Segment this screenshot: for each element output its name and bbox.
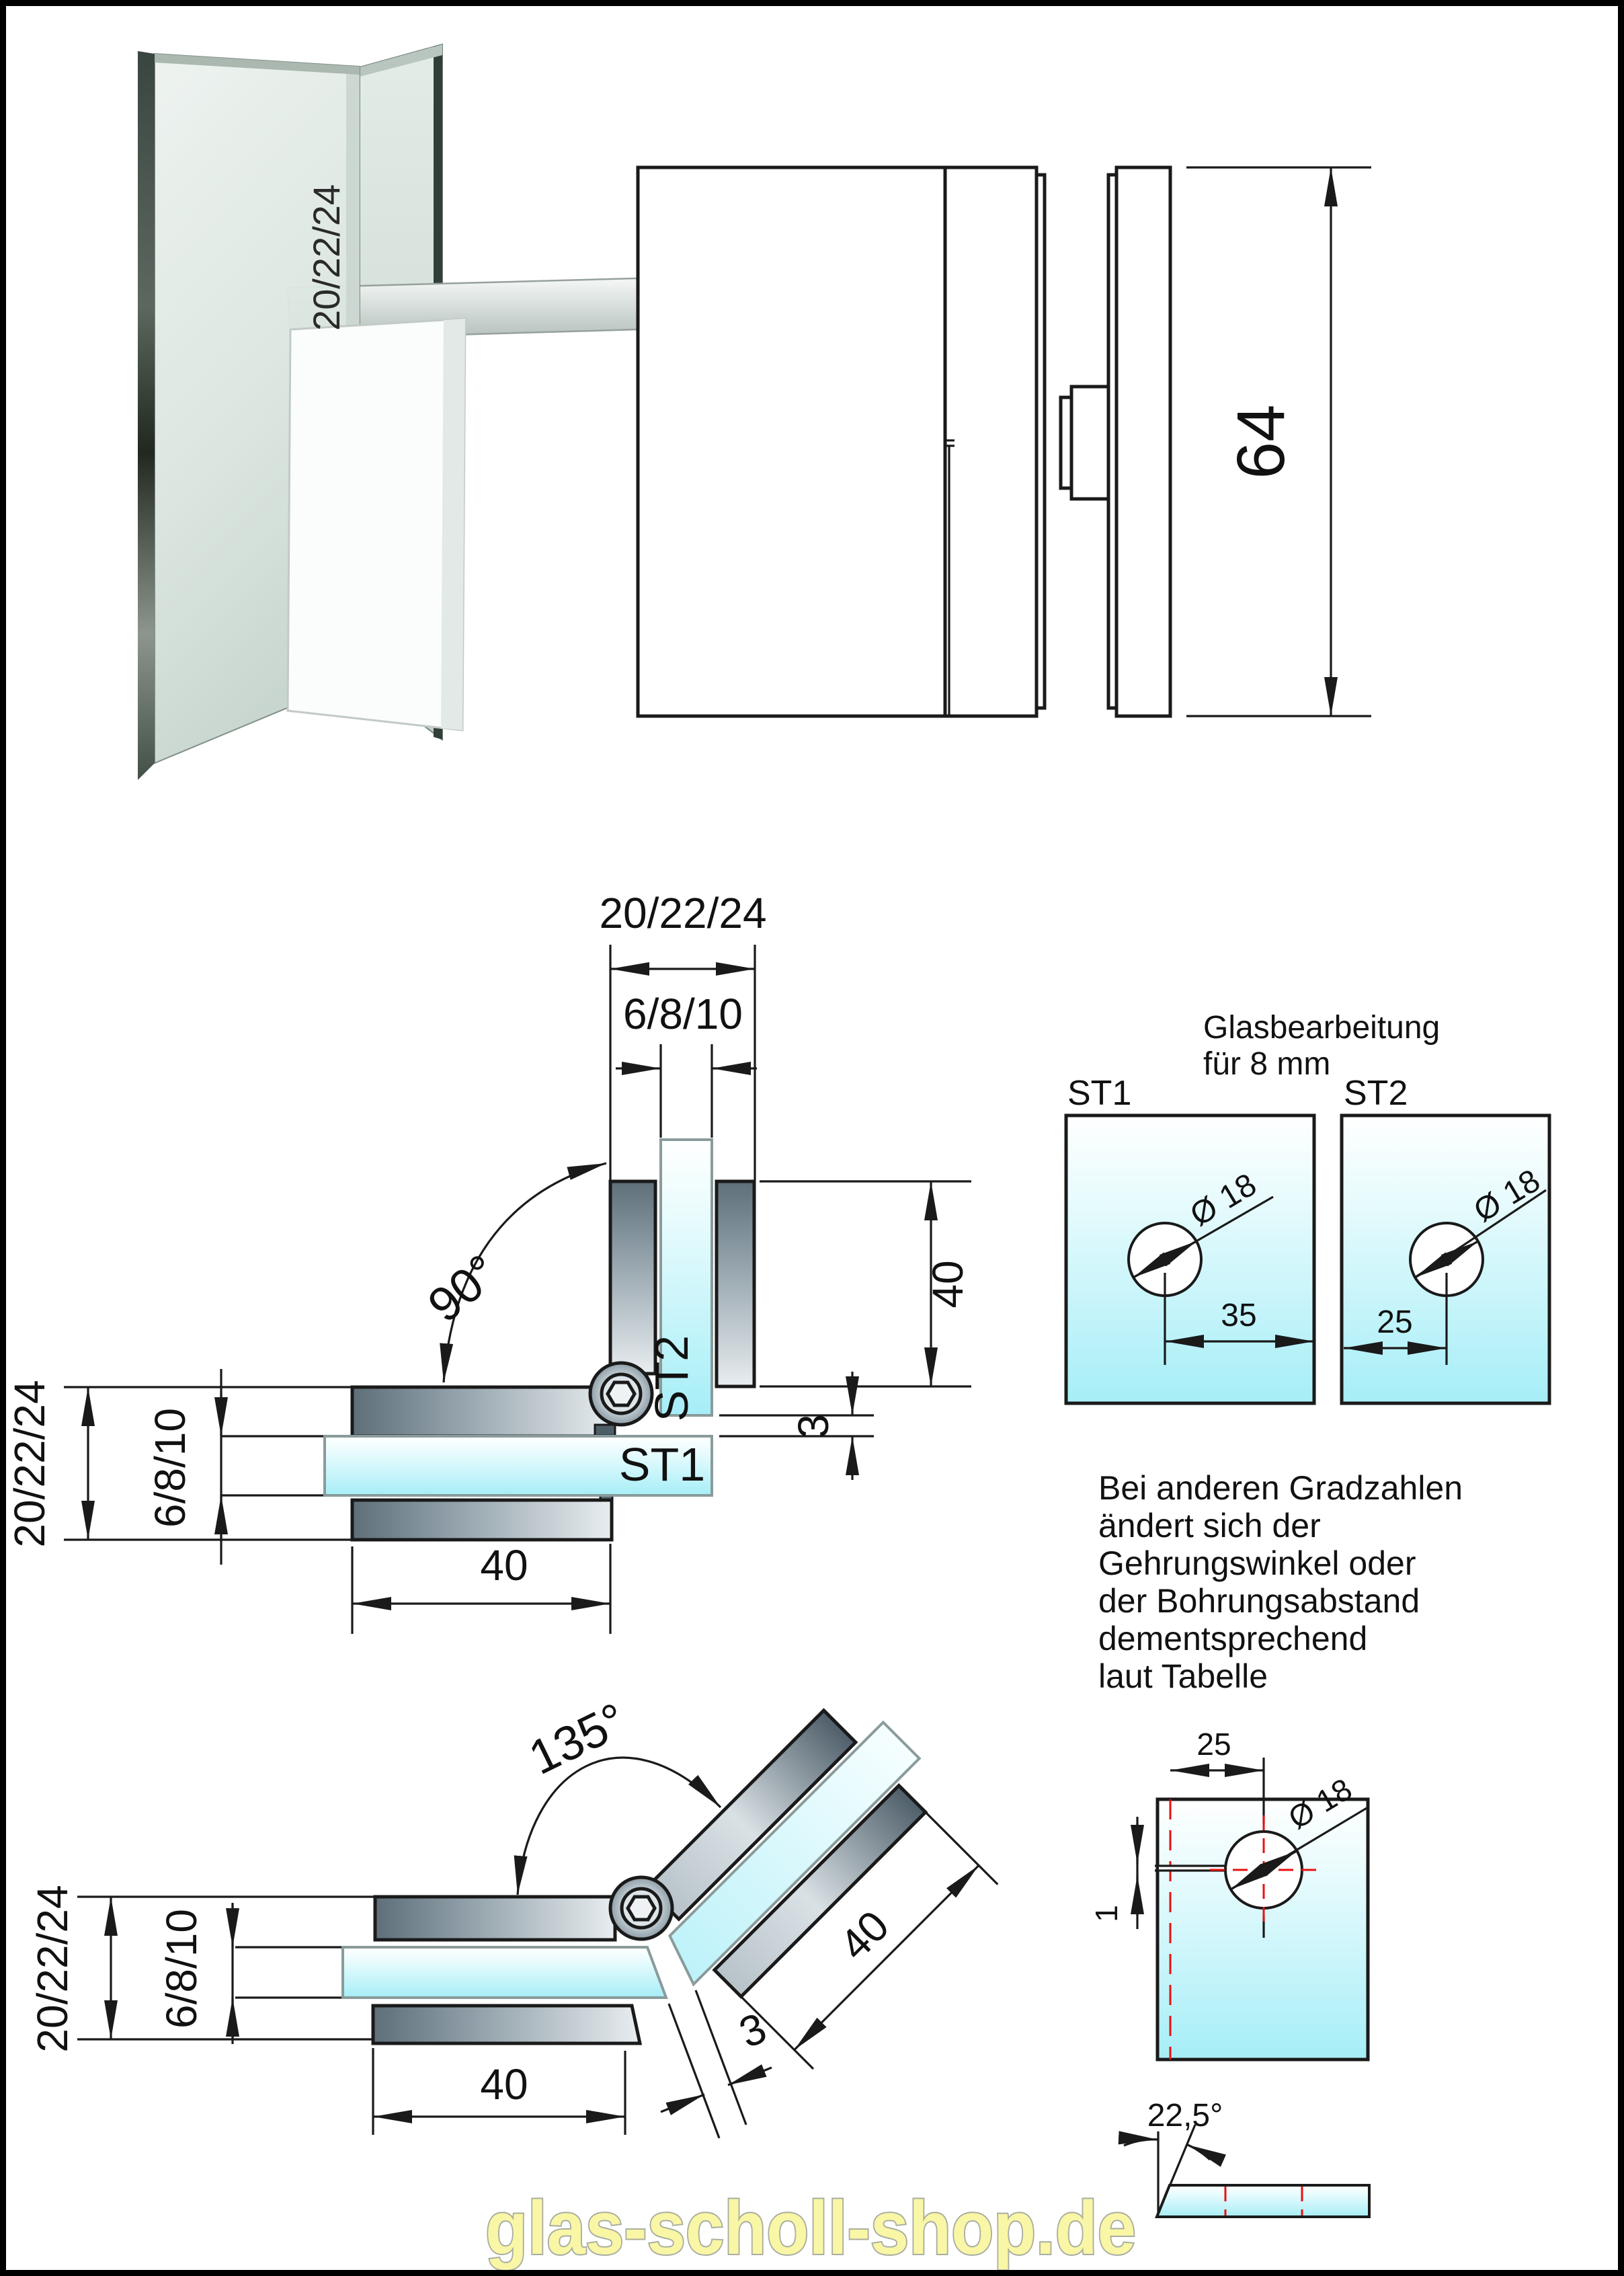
dim135-bottom-40-label: 40 [480,2060,528,2109]
diagonal-arm: 40 [644,1708,999,2070]
view-135: 20/22/24 6/8/10 3 40 13 [28,1693,999,2139]
dim-64: 64 [1186,166,1371,717]
dim135-gap-label: 3 [733,2004,773,2057]
dim-top-glass-label: 6/8/10 [623,990,743,1038]
note-line-3: Gehrungswinkel oder [1098,1544,1416,1582]
wall-plate-outline [636,165,947,718]
slot-cut [1159,1867,1226,1871]
glass-st2 [659,1138,713,1417]
dim-64-label: 64 [1223,404,1299,479]
arc-90 [440,1162,607,1383]
glass-st1 [323,1435,713,1497]
glass-pane-front-edge [138,51,155,780]
arc-135 [514,1756,722,1895]
note-line-4: der Bohrungsabstand [1098,1582,1420,1620]
pivot135-hex-socket [626,1895,657,1922]
dim-left-glass-label: 6/8/10 [146,1408,194,1528]
glass-processing: Glasbearbeitung für 8 mm ST1 ST2 Ø 18 35… [1064,1010,1551,1405]
hinge-clamp-face [286,317,466,732]
panel-st1-dist-label: 35 [1221,1298,1256,1333]
product-size-label: 20/22/24 [305,184,348,331]
note-line-6: laut Tabelle [1098,1657,1268,1695]
note-line-1: Bei anderen Gradzahlen [1098,1469,1463,1507]
view-90: 20/22/24 6/8/10 20/22/24 6/8/10 ST2 ST1 [5,889,972,1634]
cover-plate-side [1114,165,1172,718]
drill-detail: 25 Ø 18 1 [1089,1727,1370,2062]
clamp-plate-top [350,1385,616,1438]
clamp-body-side [943,165,1039,718]
clamp-plate-right-vertical [715,1179,756,1388]
screw-body [1069,385,1111,501]
note-line-2: ändert sich der [1098,1507,1321,1544]
drill-dist-label: 25 [1196,1727,1231,1762]
pivot-foot [594,1423,616,1437]
glass135-st2 [668,1720,922,1987]
beveled-glass-strip [1155,2184,1371,2218]
watermark-text: glas-scholl-shop.de [485,2186,1136,2270]
panel-st2-label: ST2 [1344,1074,1408,1113]
clamp135-plate-top [373,1895,617,1942]
slot-width-label: 1 [1089,1905,1124,1922]
dim-gap-3-label: 3 [789,1414,838,1438]
glass-pane-back-top-edge [360,44,442,77]
glass-st2-label: ST2 [645,1335,698,1421]
dim135-left-glass-label: 6/8/10 [157,1909,206,2029]
clamp135-plate-bottom [371,2004,643,2045]
glass-st1-label: ST1 [619,1438,705,1491]
pivot-hex-socket [606,1380,637,1407]
hinge-clamp-face-shade [441,319,465,730]
clamp-plate-bottom [350,1498,614,1542]
glass135-st1 [341,1946,668,1999]
product-photo: 20/22/24 [138,43,721,780]
clamp-lip-left [1034,173,1047,710]
dim135-left-total-label: 20/22/24 [28,1885,77,2052]
dim-right-40-label: 40 [924,1260,972,1308]
angle-90-label: 90° [418,1245,509,1333]
bevel-angle-label: 22,5° [1147,2098,1223,2133]
panel-st1-label: ST1 [1067,1074,1131,1113]
dim-left-total-label: 20/22/24 [5,1380,54,1547]
note-line-5: dementsprechend [1098,1620,1367,1657]
note-block: Bei anderen Gradzahlen ändert sich der G… [1098,1469,1463,1695]
glass-pane-front-top-edge [155,54,360,75]
dim135-diag-40-label: 40 [830,1901,898,1969]
bevel-detail: 22,5° [1118,2098,1371,2218]
side-view: 64 [636,165,1371,718]
glass-processing-title-line1: Glasbearbeitung [1203,1010,1440,1046]
dim-bottom-40-label: 40 [480,1541,528,1590]
panel-st2-dist-label: 25 [1377,1304,1412,1340]
dim-top-total-label: 20/22/24 [599,889,766,937]
glass-processing-title-line2: für 8 mm [1203,1046,1330,1082]
